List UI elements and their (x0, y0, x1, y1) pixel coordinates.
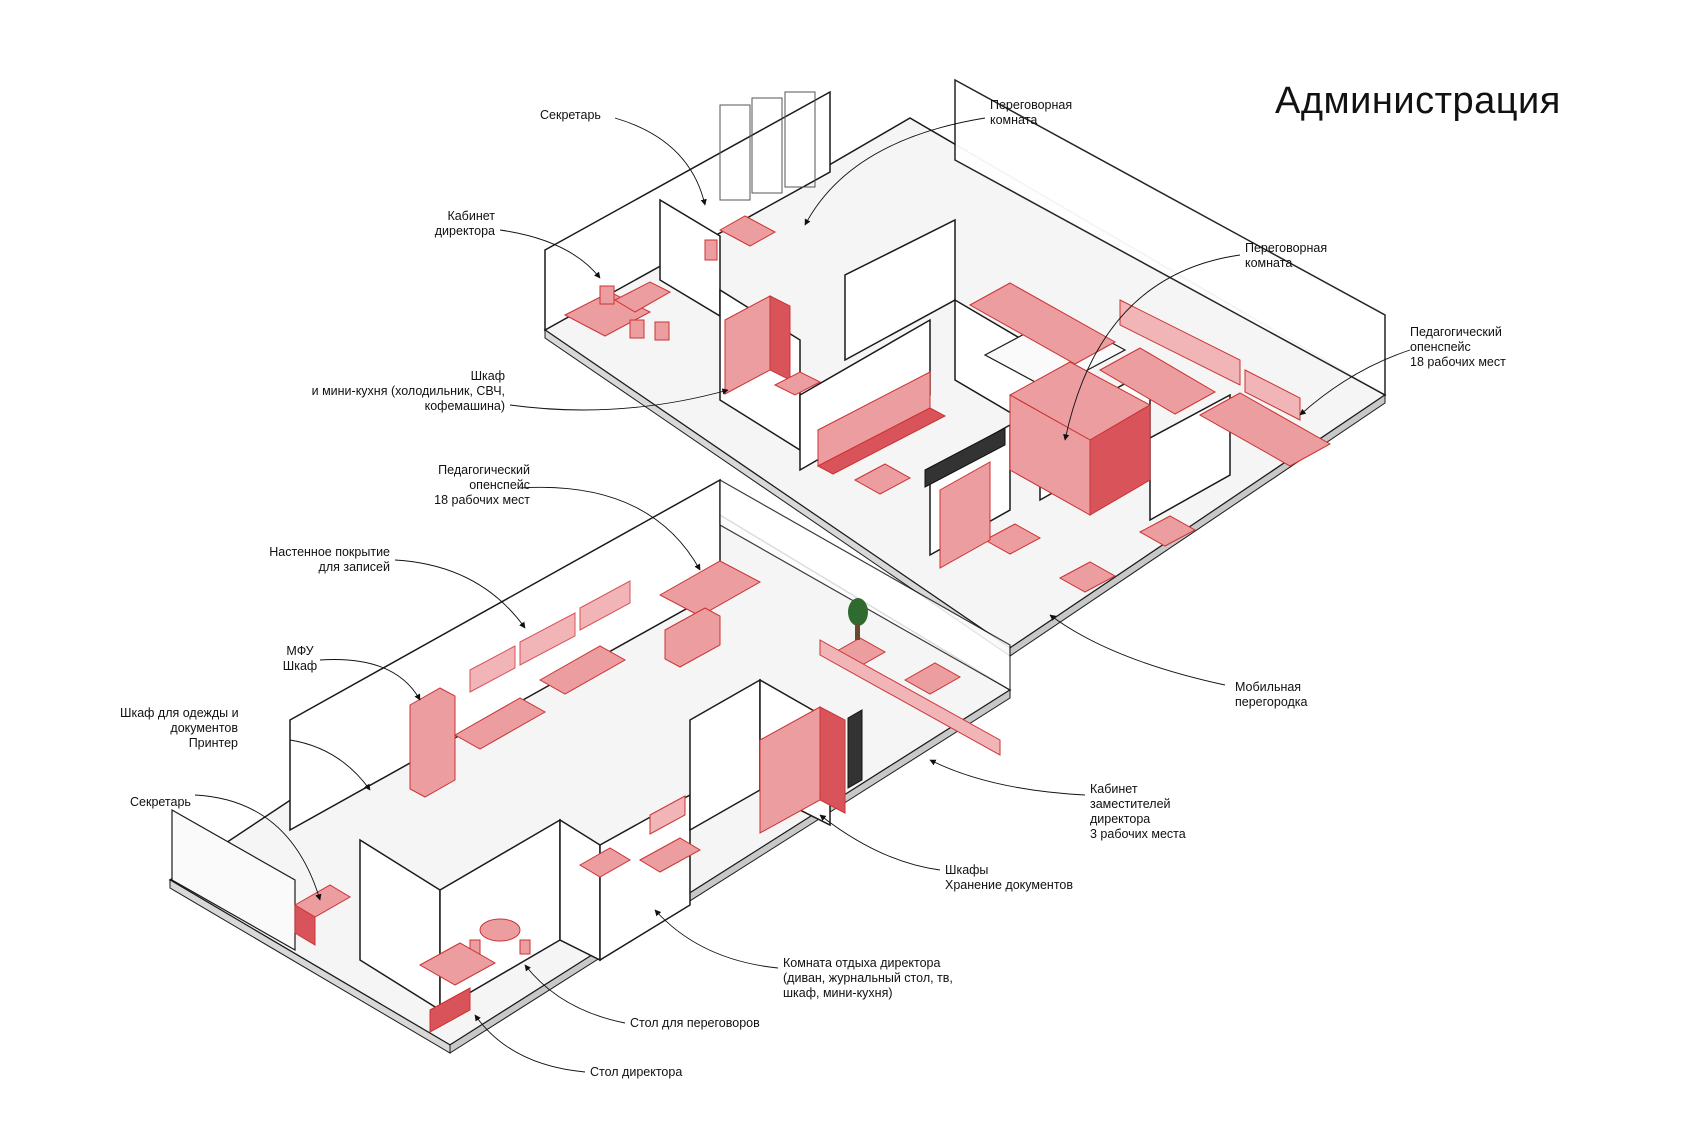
label-ped-openspace-top: Педагогический опенспейс 18 рабочих мест (1410, 325, 1506, 369)
leader-mfu (319, 659, 421, 701)
bottom-plan-back-wall-right (719, 478, 1011, 692)
bottom-rest-room (579, 795, 702, 878)
leader-meeting-table (524, 964, 626, 1024)
top-plan-back-wall-left (544, 90, 831, 332)
label-ped-openspace-bottom: Педагогический опенспейс 18 рабочих мест (434, 463, 530, 507)
top-glass-doors (719, 91, 816, 201)
leader-director-desk (474, 1014, 586, 1073)
leader-ped-openspace-top (1299, 349, 1411, 416)
label-wardrobe-printer: Шкаф для одежды и документов Принтер (120, 706, 239, 750)
top-mobile-partition (924, 427, 1006, 569)
label-mfu: МФУ Шкаф (282, 644, 318, 673)
top-director-office (563, 281, 672, 341)
leader-meeting-room-top (804, 117, 986, 226)
label-meeting-table: Стол для переговоров (630, 1016, 760, 1030)
bottom-mfu-cabinet (409, 687, 456, 798)
leader-lines (194, 117, 1411, 1073)
label-deputies-office: Кабинет заместителей директора 3 рабочих… (1090, 782, 1186, 841)
leader-cabinet-kitchen (509, 388, 729, 411)
leader-mobile-partition (1049, 614, 1226, 686)
label-rest-room: Комната отдыха директора (диван, журналь… (783, 956, 953, 1000)
leader-rest-room (654, 909, 779, 969)
bottom-plan (168, 478, 1012, 1054)
bottom-meeting-table (469, 918, 531, 955)
leader-deputies-office (929, 759, 1086, 796)
bottom-wall-covering (469, 580, 631, 693)
bottom-openspace-desks (453, 560, 762, 750)
leader-wall-covering (394, 559, 526, 629)
top-secretary (704, 215, 777, 261)
label-cabinets-storage: Шкафы Хранение документов (945, 863, 1073, 892)
top-deputy-desks (853, 463, 1197, 593)
label-wall-covering: Настенное покрытие для записей (269, 545, 390, 574)
label-director-office-top: Кабинет директора (434, 209, 495, 238)
leader-wardrobe-printer (289, 739, 371, 791)
top-openspace-desks (968, 282, 1332, 467)
label-meeting-room-right: Переговорная комната (1245, 241, 1328, 270)
diagram-title: Администрация (1275, 80, 1561, 122)
label-cabinet-kitchen: Шкаф и мини-кухня (холодильник, СВЧ, коф… (311, 369, 505, 413)
top-storage-row (816, 371, 947, 475)
bottom-deputies-area (819, 637, 1001, 756)
label-director-desk: Стол директора (590, 1065, 683, 1079)
leader-director-office-top (499, 229, 601, 279)
top-plan (543, 78, 1387, 657)
label-mobile-partition: Мобильная перегородка (1235, 680, 1308, 709)
leader-cabinets-storage (819, 814, 941, 871)
bottom-director-desk (418, 942, 497, 1033)
bottom-storage-cabinets (759, 706, 863, 834)
leader-ped-openspace-bottom (519, 486, 701, 571)
label-secretary-bottom: Секретарь (130, 795, 191, 809)
bottom-glass-facade (171, 808, 296, 952)
bottom-secretary-desk (294, 884, 351, 946)
plant-icon (848, 598, 868, 640)
leader-meeting-room-right (1063, 254, 1241, 441)
label-meeting-room-top: Переговорная комната (990, 98, 1073, 127)
leader-secretary-top (614, 117, 707, 206)
top-kitchen-cabinet (724, 295, 822, 396)
label-secretary-top: Секретарь (540, 108, 601, 122)
leader-secretary-bottom (194, 794, 322, 901)
top-plan-back-wall-right (954, 78, 1386, 397)
